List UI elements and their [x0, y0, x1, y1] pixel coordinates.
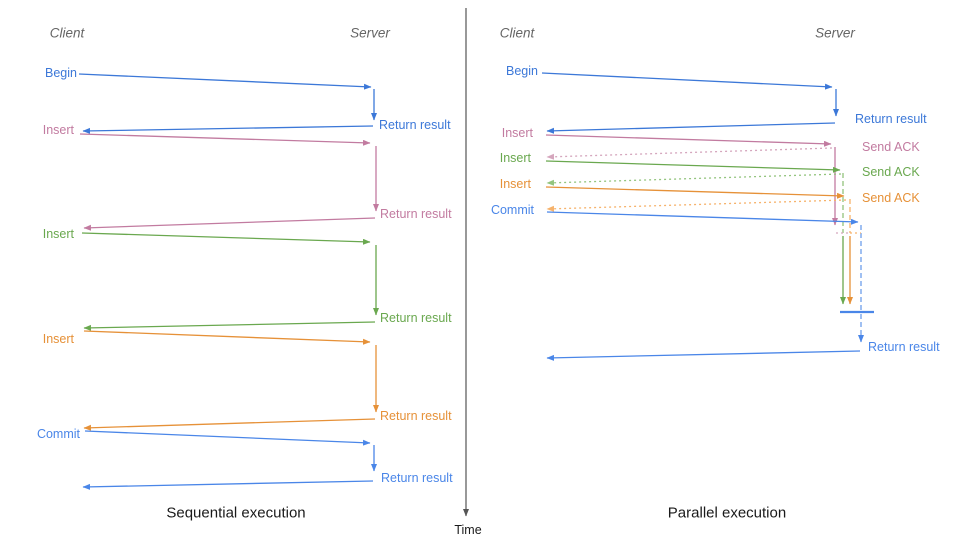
par-begin-return: [546, 122, 836, 134]
par-insert2-label: Insert: [500, 151, 532, 165]
seq-commit-return: [82, 480, 374, 490]
seq-insert3-request: [83, 330, 371, 345]
par-commit-label: Commit: [491, 203, 535, 217]
par-commit-request: [546, 211, 859, 225]
par-client-header: Client: [500, 26, 536, 41]
par-insert3-label: Insert: [500, 177, 532, 191]
par-insert3-request: [545, 186, 845, 199]
par-ack1-label: Send ACK: [862, 140, 920, 154]
seq-return2-label: Return result: [380, 207, 452, 221]
seq-begin-label: Begin: [45, 66, 77, 80]
par-insert3-ack: [546, 199, 847, 212]
seq-client-header: Client: [50, 26, 86, 41]
seq-insert2-return: [83, 321, 376, 331]
seq-insert2-label: Insert: [43, 227, 75, 241]
par-insert2-request: [545, 160, 841, 173]
seq-return5-label: Return result: [381, 471, 453, 485]
par-return1-label: Return result: [855, 112, 927, 126]
time-axis-label: Time: [454, 523, 481, 537]
seq-commit-label: Commit: [37, 427, 81, 441]
par-insert1-label: Insert: [502, 126, 534, 140]
par-ack2-label: Send ACK: [862, 165, 920, 179]
par-final-return: [546, 350, 861, 361]
seq-panel-title: Sequential execution: [166, 505, 305, 522]
seq-return4-label: Return result: [380, 409, 452, 423]
par-panel-title: Parallel execution: [668, 505, 786, 522]
seq-insert3-label: Insert: [43, 332, 75, 346]
seq-return3-label: Return result: [380, 311, 452, 325]
par-ack3-label: Send ACK: [862, 191, 920, 205]
seq-insert1-request: [79, 133, 371, 146]
par-begin-request: [541, 72, 833, 90]
seq-begin-return: [82, 125, 374, 134]
par-return2-label: Return result: [868, 340, 940, 354]
seq-commit-request: [84, 430, 371, 446]
par-begin-label: Begin: [506, 64, 538, 78]
par-insert1-request: [545, 134, 832, 147]
seq-insert2-request: [81, 232, 371, 245]
par-insert1-ack: [546, 147, 833, 160]
lines-layer: [78, 8, 874, 517]
seq-begin-request: [78, 73, 372, 90]
seq-server-header: Server: [350, 26, 390, 41]
seq-insert1-label: Insert: [43, 123, 75, 137]
seq-insert1-return: [83, 217, 376, 231]
par-insert2-ack: [546, 173, 842, 186]
seq-return1-label: Return result: [379, 118, 451, 132]
seq-insert3-return: [83, 418, 376, 431]
par-server-header: Server: [815, 26, 855, 41]
